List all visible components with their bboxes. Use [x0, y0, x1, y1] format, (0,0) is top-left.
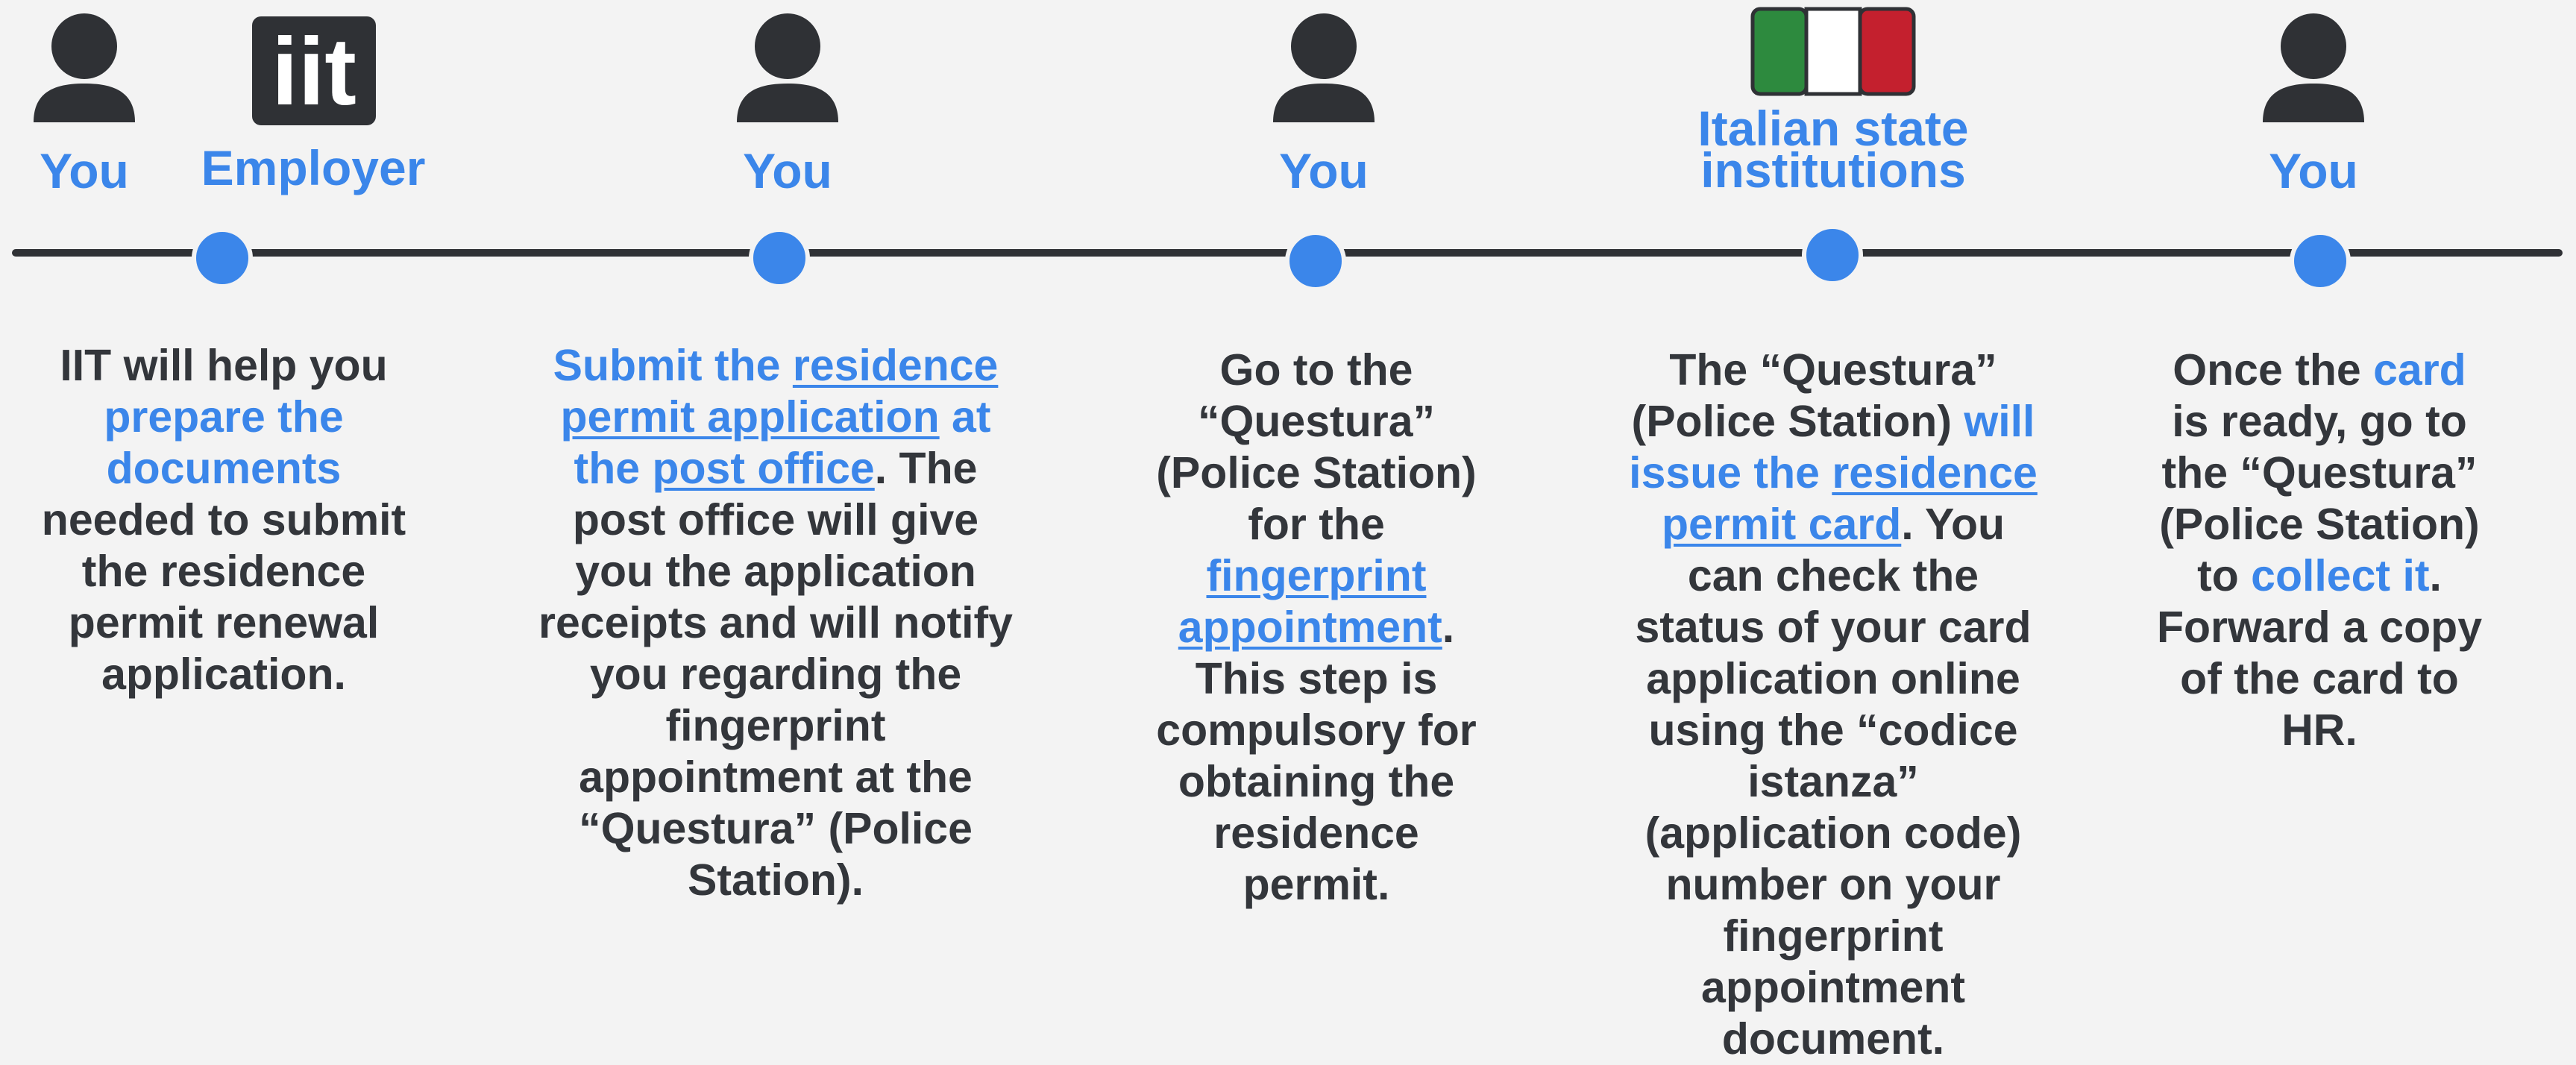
fingerprint-appointment-link[interactable]: fingerprint appointment — [1178, 551, 1442, 652]
actor-you-2: You — [733, 9, 842, 195]
logo-text: iit — [271, 19, 356, 125]
actor-label: You — [40, 143, 129, 198]
step-5-part: Once the — [2173, 345, 2374, 395]
step-2-highlight: Submit the — [553, 341, 793, 390]
person-icon — [2261, 9, 2368, 122]
actor-label-line1: Italian state — [1697, 101, 1969, 156]
italian-flag-icon — [1750, 6, 1917, 101]
actor-employer: Employer — [186, 143, 440, 192]
step-5-part: is ready, go to the “Questura” (Police S… — [2159, 397, 2480, 600]
step-1-part: needed to submit the residence permit re… — [41, 495, 406, 699]
residence-permit-card-link[interactable]: residence permit card — [1661, 448, 2038, 549]
timeline-dot-4 — [1802, 224, 1863, 286]
actor-you-4: You — [2259, 9, 2368, 195]
step-2-text: Submit the residence permit application … — [537, 340, 1014, 906]
step-5-part: . Forward a copy of the card to HR. — [2156, 551, 2483, 755]
timeline-dot-2 — [749, 227, 810, 289]
timeline-dot-5 — [2290, 230, 2351, 292]
step-5-highlight: card — [2373, 345, 2466, 395]
actor-label: You — [743, 143, 832, 198]
step-4-highlight: will issue the — [1629, 397, 2035, 497]
actor-you-1: You — [30, 9, 139, 195]
step-5-highlight: collect it — [2251, 551, 2430, 600]
step-3-part: Go to the “Questura” (Police Station) fo… — [1156, 345, 1477, 549]
step-4-text: The “Questura” (Police Station) will iss… — [1618, 345, 2048, 1065]
step-1-part: IIT will help you — [60, 341, 388, 390]
step-5-text: Once the card is ready, go to the “Quest… — [2155, 345, 2484, 756]
actor-label: You — [1279, 143, 1369, 198]
iit-logo: iit — [252, 16, 376, 125]
actor-label: You — [2269, 143, 2358, 198]
person-icon — [32, 9, 139, 122]
timeline-dot-3 — [1285, 230, 1346, 292]
step-4-part: . You can check the status of your card … — [1635, 500, 2032, 1064]
actor-label: Employer — [201, 140, 426, 195]
step-3-text: Go to the “Questura” (Police Station) fo… — [1141, 345, 1492, 911]
person-icon — [735, 9, 842, 122]
step-1-highlight: prepare the documents — [104, 392, 344, 493]
residence-permit-application-link[interactable]: residence permit application — [560, 341, 999, 442]
actor-you-3: You — [1269, 9, 1378, 195]
step-2-part: . The post office will give you the appl… — [538, 444, 1013, 905]
step-2-highlight: at the — [574, 392, 991, 493]
step-4-part: The “Questura” (Police Station) — [1631, 345, 1997, 446]
actor-institutions: Italian state institutions — [1603, 101, 2063, 198]
person-icon — [1272, 9, 1378, 122]
actor-label-line2: institutions — [1700, 142, 1966, 198]
step-1-text: IIT will help you prepare the documents … — [30, 340, 418, 700]
step-3-part: . This step is compulsory for obtaining … — [1156, 603, 1477, 909]
post-office-link[interactable]: post office — [652, 444, 875, 493]
timeline-dot-1 — [192, 227, 253, 289]
